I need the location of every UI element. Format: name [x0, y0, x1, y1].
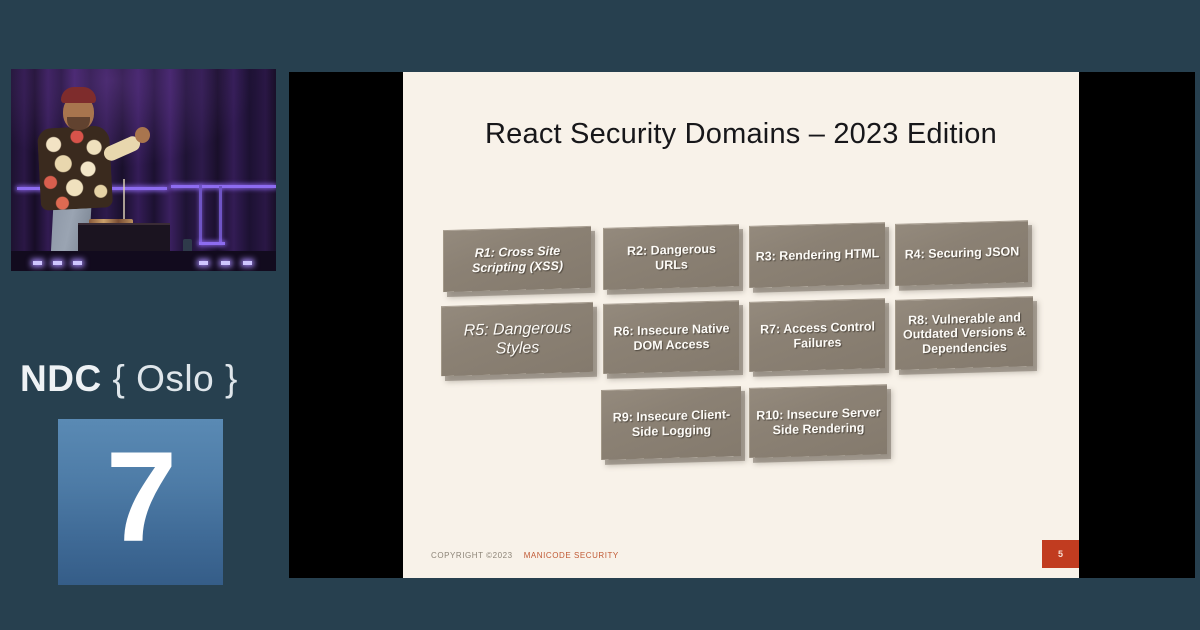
- floor-light: [33, 261, 42, 265]
- domain-label: R6: Insecure Native DOM Access: [613, 321, 730, 353]
- domain-label: R4: Securing JSON: [904, 244, 1020, 262]
- domain-box-r6[interactable]: R6: Insecure Native DOM Access: [603, 300, 739, 374]
- ndc-oslo-wordmark: NDC { Oslo }: [20, 358, 270, 404]
- domain-label: R10: Insecure Server Side Rendering: [756, 405, 881, 437]
- domain-label: R8: Vulnerable and Outdated Versions & D…: [903, 310, 1026, 356]
- domain-box-r5[interactable]: R5: Dangerous Styles: [441, 301, 593, 377]
- domain-label: R9: Insecure Client-Side Logging: [612, 407, 731, 439]
- security-domain-grid: R1: Cross Site Scripting (XSS) R2: Dange…: [441, 220, 1043, 476]
- domain-label: R1: Cross Site Scripting (XSS): [472, 243, 563, 275]
- conference-day-tile: 7: [58, 419, 223, 585]
- domain-box-r7[interactable]: R7: Access Control Failures: [749, 298, 885, 372]
- domain-box-r2[interactable]: R2: Dangerous URLs: [603, 224, 739, 290]
- speaker-video-thumbnail[interactable]: [11, 69, 276, 271]
- stage-rail-post: [199, 185, 202, 243]
- page-number: 5: [1057, 549, 1063, 559]
- floor-light: [73, 261, 82, 265]
- wordmark-oslo: { Oslo }: [112, 358, 238, 399]
- presentation-slide: React Security Domains – 2023 Edition R1…: [403, 72, 1079, 578]
- speaker-floral-shirt: [36, 125, 114, 211]
- floor-light: [199, 261, 208, 265]
- domain-box-r4[interactable]: R4: Securing JSON: [895, 220, 1028, 286]
- domain-label: R7: Access Control Failures: [760, 319, 875, 351]
- domain-box-r10[interactable]: R10: Insecure Server Side Rendering: [749, 384, 887, 458]
- slide-footer: COPYRIGHT ©2023 MANICODE SECURITY: [431, 551, 619, 560]
- water-bottle: [183, 239, 192, 261]
- wordmark-ndc: NDC: [20, 358, 102, 399]
- domain-box-r9[interactable]: R9: Insecure Client-Side Logging: [601, 386, 741, 460]
- speaker-red-cap: [61, 87, 96, 103]
- floor-light: [243, 261, 252, 265]
- speaker-hand: [135, 127, 150, 143]
- stage-rail-post: [219, 186, 222, 242]
- floor-light: [221, 261, 230, 265]
- speaker-beard: [67, 117, 90, 131]
- slide-page-badge: 5: [1042, 540, 1079, 568]
- copyright-text: COPYRIGHT ©2023: [431, 551, 513, 560]
- presentation-letterbox: React Security Domains – 2023 Edition R1…: [289, 72, 1195, 578]
- domain-box-r1[interactable]: R1: Cross Site Scripting (XSS): [443, 225, 591, 293]
- slide-title: React Security Domains – 2023 Edition: [485, 118, 997, 150]
- domain-label: R3: Rendering HTML: [755, 246, 880, 264]
- stage-rail-bar: [199, 242, 225, 245]
- domain-box-r8[interactable]: R8: Vulnerable and Outdated Versions & D…: [895, 296, 1033, 370]
- podium-props: [89, 219, 133, 226]
- domain-label: R5: Dangerous Styles: [463, 319, 572, 358]
- domain-label: R2: Dangerous URLs: [627, 241, 716, 272]
- stage-floor: [11, 251, 276, 271]
- domain-box-r3[interactable]: R3: Rendering HTML: [749, 222, 885, 288]
- stage-rail-bar: [171, 185, 276, 188]
- day-number: 7: [105, 426, 177, 569]
- brand-name: MANICODE SECURITY: [523, 551, 619, 560]
- floor-light: [53, 261, 62, 265]
